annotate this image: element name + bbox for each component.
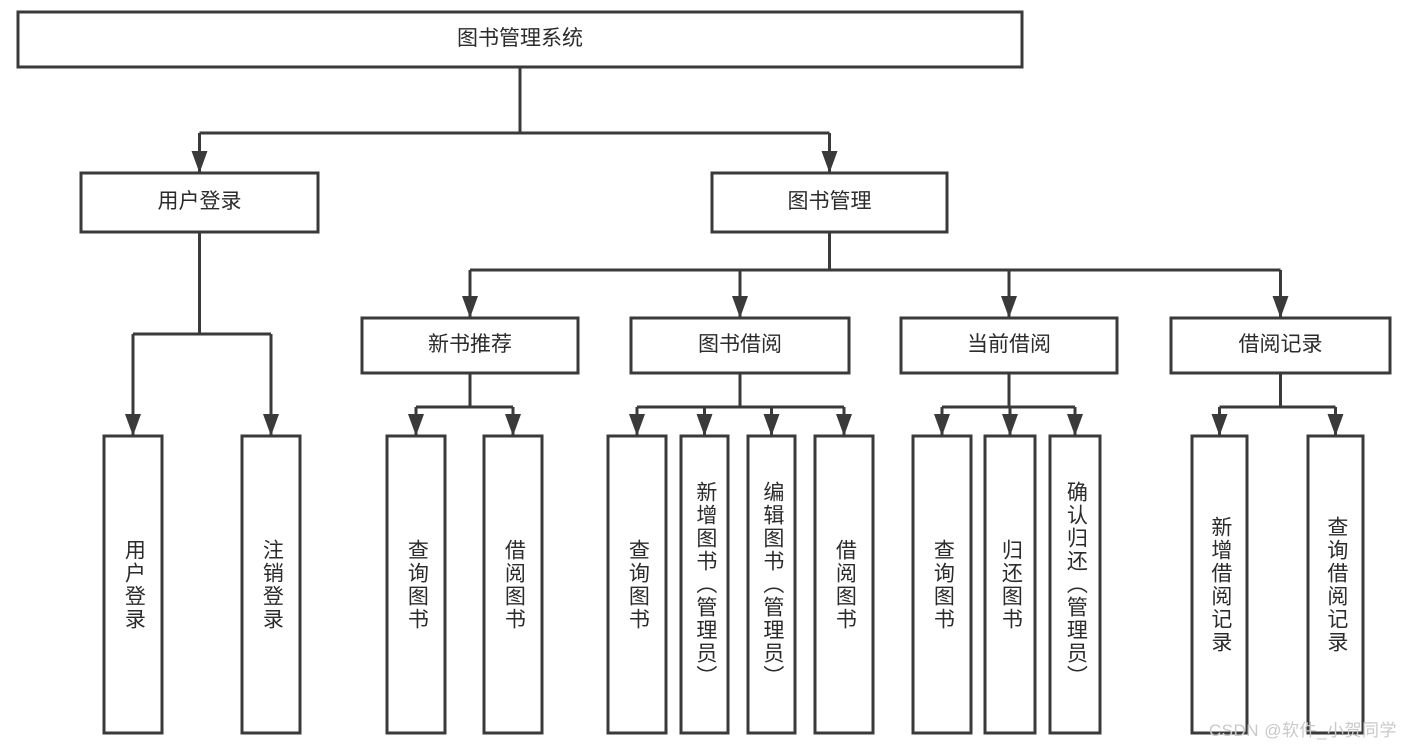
arrow-head-icon-leaf-add-book-admin xyxy=(696,414,713,436)
node-box-new-book-recommend[interactable] xyxy=(360,316,580,375)
arrow-head-icon-leaf-query-borrow-record xyxy=(1327,414,1344,436)
node-box-root[interactable] xyxy=(16,10,1024,69)
node-box-leaf-user-login[interactable] xyxy=(102,434,164,735)
node-box-leaf-query-book-current[interactable] xyxy=(911,434,973,735)
node-box-current-borrow[interactable] xyxy=(899,316,1119,375)
node-box-leaf-query-book-borrow[interactable] xyxy=(606,434,668,735)
node-boxes-layer xyxy=(16,10,1392,735)
arrow-head-icon-borrow-record xyxy=(1272,296,1289,318)
node-box-leaf-add-borrow-record[interactable] xyxy=(1190,434,1249,735)
arrow-head-icon-leaf-edit-book-admin xyxy=(763,414,780,436)
edges-layer xyxy=(125,67,1344,436)
arrow-head-icon-leaf-borrow-book-rec xyxy=(505,414,521,436)
arrow-head-icon-leaf-user-login xyxy=(125,414,141,436)
node-box-borrow-record[interactable] xyxy=(1169,316,1392,375)
node-box-leaf-query-borrow-record[interactable] xyxy=(1306,434,1365,735)
node-box-leaf-add-book-admin[interactable] xyxy=(679,434,730,735)
arrow-head-icon-leaf-borrow-book xyxy=(836,414,852,436)
arrow-head-icon-current-borrow xyxy=(1001,296,1017,318)
arrow-head-icon-book-borrow xyxy=(732,296,748,318)
node-box-leaf-edit-book-admin[interactable] xyxy=(746,434,797,735)
node-box-book-borrow[interactable] xyxy=(629,316,851,375)
arrow-head-icon-leaf-query-book-rec xyxy=(408,414,424,436)
arrow-head-icon-user-login xyxy=(191,151,208,173)
node-box-book-manage[interactable] xyxy=(710,171,949,234)
arrow-head-icon-leaf-confirm-return-admin xyxy=(1067,414,1083,436)
node-box-leaf-user-logout[interactable] xyxy=(240,434,302,735)
node-box-leaf-query-book-rec[interactable] xyxy=(385,434,447,735)
arrow-head-icon-new-book-recommend xyxy=(462,296,478,318)
arrow-head-icon-book-manage xyxy=(821,151,838,173)
node-box-leaf-return-book[interactable] xyxy=(983,434,1037,735)
node-box-leaf-borrow-book[interactable] xyxy=(813,434,875,735)
arrow-head-icon-leaf-return-book xyxy=(1002,414,1018,436)
node-box-user-login[interactable] xyxy=(79,171,320,234)
node-box-leaf-borrow-book-rec[interactable] xyxy=(482,434,544,735)
watermark: CSDN @软件_小贺同学 xyxy=(1208,721,1397,740)
arrow-head-icon-leaf-user-logout xyxy=(263,414,279,436)
arrow-head-icon-leaf-add-borrow-record xyxy=(1211,414,1228,436)
arrow-head-icon-leaf-query-book-borrow xyxy=(629,414,645,436)
node-box-leaf-confirm-return-admin[interactable] xyxy=(1048,434,1102,735)
arrow-head-icon-leaf-query-book-current xyxy=(934,414,950,436)
